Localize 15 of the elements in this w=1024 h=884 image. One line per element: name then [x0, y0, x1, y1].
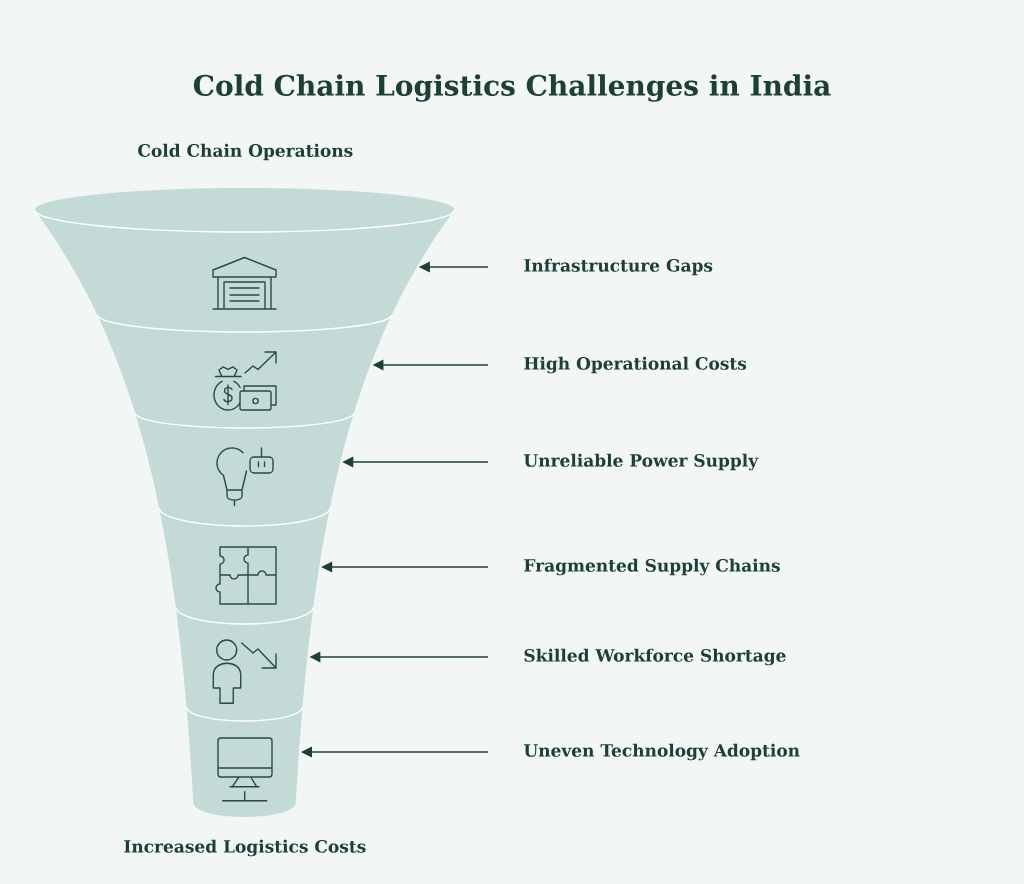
funnel-segment — [185, 706, 304, 817]
funnel-segment — [158, 507, 331, 624]
funnel-segment — [134, 412, 355, 526]
side-label: Fragmented Supply Chains — [524, 558, 780, 576]
funnel-label: Increased Logistics Costs — [124, 839, 366, 857]
funnel-segment — [96, 314, 393, 428]
side-label: High Operational Costs — [524, 356, 747, 374]
side-label: Skilled Workforce Shortage — [524, 648, 786, 666]
funnel-segment — [174, 606, 315, 721]
side-label: Uneven Technology Adoption — [524, 743, 800, 761]
funnel-label: Cold Chain Operations — [138, 143, 353, 161]
title: Cold Chain Logistics Challenges in India — [193, 74, 831, 102]
side-label: Unreliable Power Supply — [524, 453, 759, 471]
side-label: Infrastructure Gaps — [524, 258, 713, 276]
funnel-segment — [33, 188, 456, 332]
